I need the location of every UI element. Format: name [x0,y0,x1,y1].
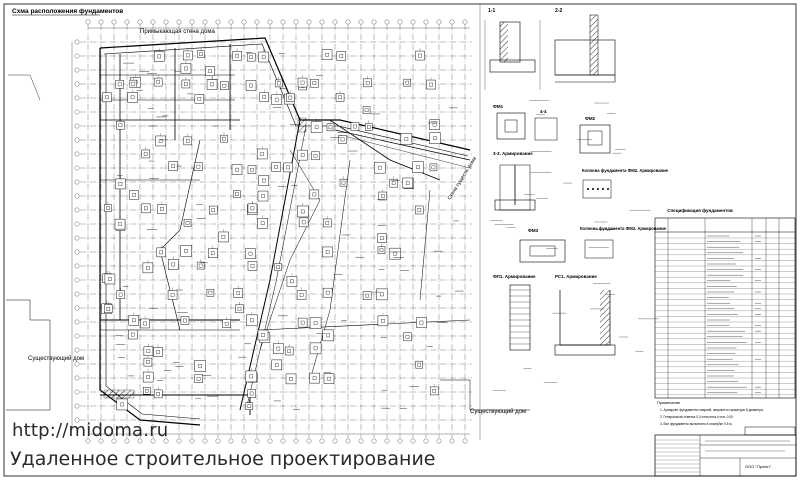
spec-title: Спецификация фундаментов [667,207,733,213]
label-existing-house-bottom: Существующий дом [470,408,526,415]
stamp-company: ООО "Проект" [745,464,772,469]
foundation-plan [6,37,530,426]
section-label-fl1: ФЛ1. Армирование [493,274,536,279]
spec-table [654,217,796,399]
note-3: 3. Все фундаменты выполнить в опалубке 0… [660,422,732,426]
section-label-rs1: РС1. Армирование [555,274,597,279]
section-label-2-2: 2-2 [555,8,562,14]
note-2: 2. Генеральная отметка 0,0 относится к о… [660,415,734,419]
label-adjacent-wall-right: Стена существ. дома [447,156,478,201]
section-label-fm1: ФМ1 [493,104,504,109]
watermark-url[interactable]: http://midoma.ru [12,420,169,441]
note-1: 1. Армируют фундаменты сваркой, сварные … [660,408,764,412]
section-label-fm2: ФМ2 [585,116,596,121]
section-label-3-3: 3-3. Армирование [493,151,533,156]
watermark-tagline: Удаленное строительное проектирование [10,448,436,470]
section-details [484,14,659,391]
label-adjacent-wall: Примыкающая стена дома [140,29,216,35]
section-label-fm3-column: Колонна фундамента ФМ3. Армирование [580,226,667,231]
drawing-title: Схма расположения фундаментов [12,8,123,15]
section-label-1-1: 1-1 [488,8,495,14]
label-existing-house-left: Существующий дом [28,355,84,362]
notes-title: Примечание [657,400,681,405]
foundation-footings [101,47,464,411]
sheet-frame [3,3,797,477]
section-label-fm2-column: Колонна фундамента ФМ2. Армирование [582,168,669,173]
title-block [654,426,797,477]
section-label-fm3: ФМ3 [528,228,539,233]
section-label-4-4: 4-4 [540,109,547,114]
